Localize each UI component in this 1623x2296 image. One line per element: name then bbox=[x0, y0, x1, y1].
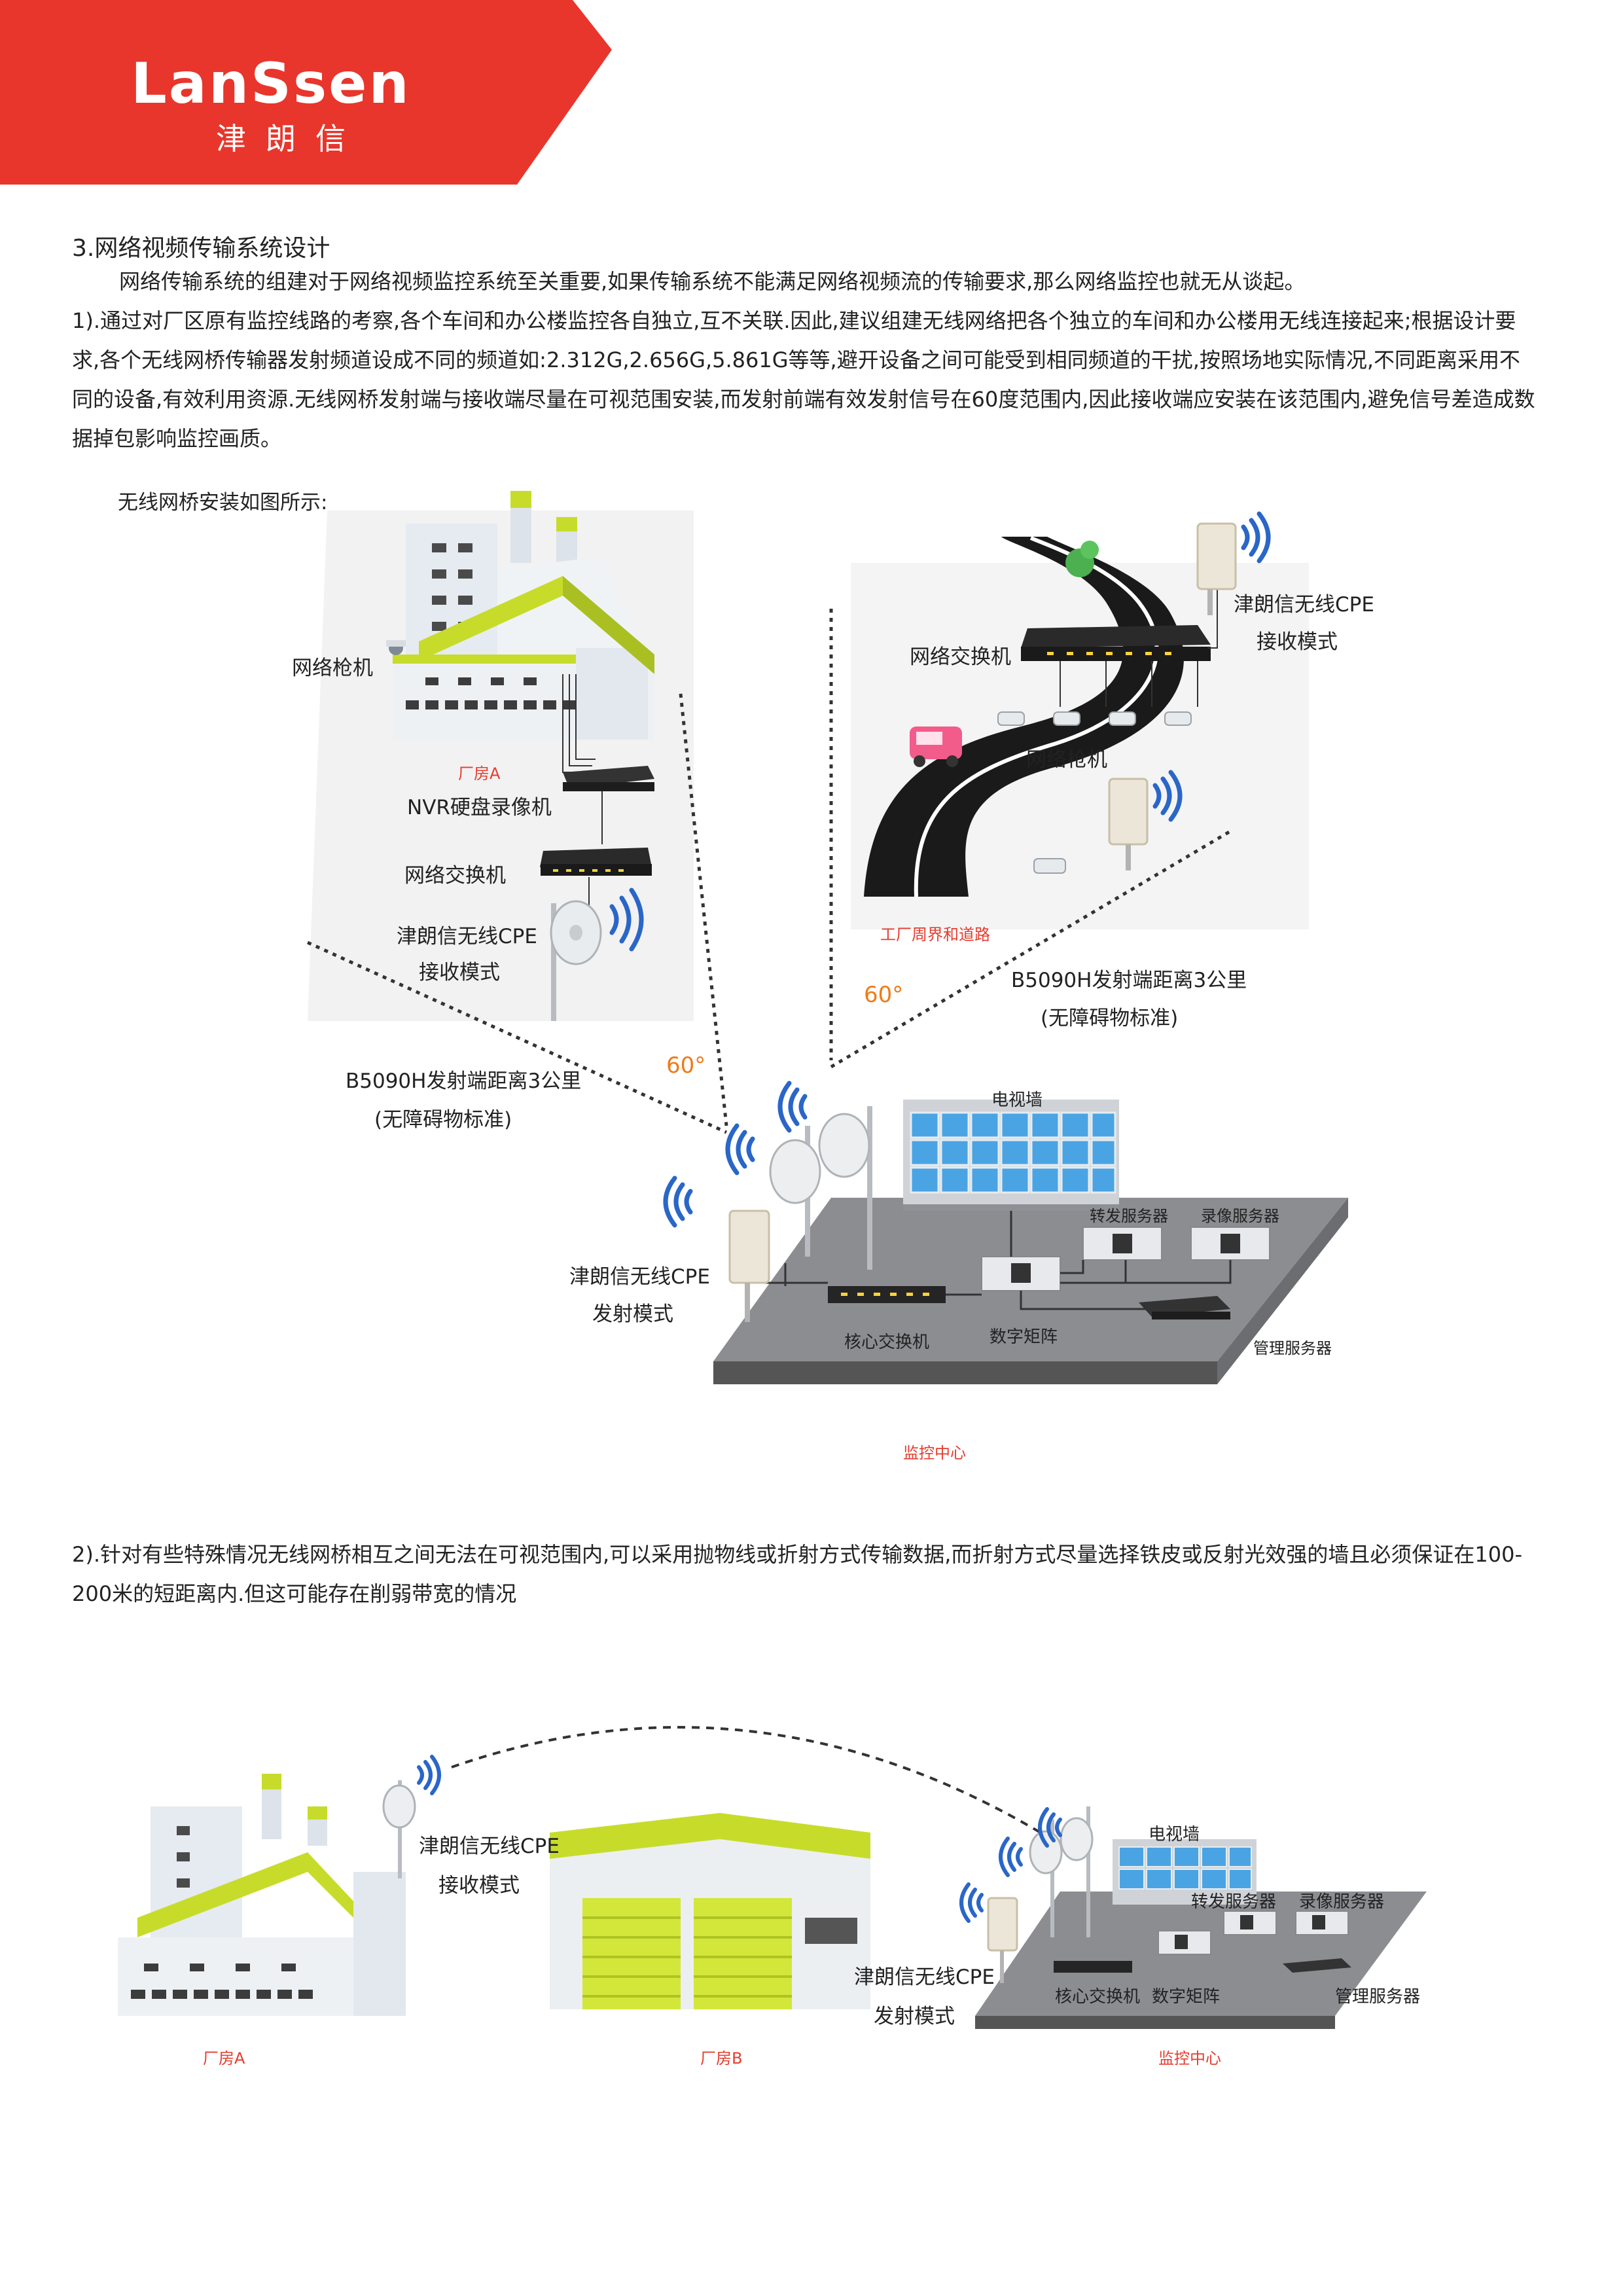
d2-tv-wall-label: 电视墙 bbox=[1149, 1825, 1200, 1844]
factory-a-building-2 bbox=[118, 1774, 406, 2016]
d2-digital-matrix-label: 数字矩阵 bbox=[1152, 1987, 1221, 2007]
mgmt-server-label: 管理服务器 bbox=[1253, 1339, 1332, 1357]
brand-banner bbox=[0, 0, 612, 185]
digital-matrix-label: 数字矩阵 bbox=[990, 1327, 1058, 1347]
factory-cpe-label-2: 接收模式 bbox=[419, 961, 500, 984]
d2-record-server-label: 录像服务器 bbox=[1299, 1892, 1385, 1912]
transmission-arc bbox=[451, 1726, 1042, 1834]
forward-server-label: 转发服务器 bbox=[1090, 1207, 1168, 1225]
nvr-label: NVR硬盘录像机 bbox=[407, 796, 552, 819]
cpe-transmitter-panel bbox=[728, 1210, 770, 1322]
brand-logo: LanSsen bbox=[131, 51, 411, 117]
cpe-panel-receiver-road-2 bbox=[1108, 778, 1149, 870]
section-title: 3.网络视频传输系统设计 bbox=[72, 235, 330, 262]
record-server bbox=[1190, 1227, 1270, 1261]
network-camera-icon bbox=[386, 640, 406, 655]
road-cameras bbox=[997, 711, 1192, 874]
monitoring-center-label: 监控中心 bbox=[903, 1444, 966, 1462]
factory-a-building bbox=[393, 491, 654, 740]
road-illustration bbox=[864, 536, 1184, 897]
record-server-label: 录像服务器 bbox=[1201, 1207, 1279, 1225]
road-cpe-label-1: 津朗信无线CPE bbox=[1234, 593, 1374, 617]
diagram-1 bbox=[306, 491, 1348, 1384]
road-area-label: 工厂周界和道路 bbox=[880, 925, 990, 944]
sector-lines bbox=[306, 609, 1232, 1134]
diagram-2 bbox=[118, 1726, 1427, 2029]
left-range-label-2: (无障碍物标准) bbox=[374, 1108, 512, 1132]
tree-icon bbox=[1065, 541, 1099, 577]
core-switch-label: 核心交换机 bbox=[844, 1333, 930, 1352]
forward-server bbox=[1082, 1227, 1162, 1261]
center-cpe-label-1: 津朗信无线CPE bbox=[569, 1265, 710, 1289]
d2-send-cpe-label-2: 发射模式 bbox=[874, 2005, 955, 2028]
tv-wall-2 bbox=[1113, 1839, 1257, 1905]
core-switch bbox=[828, 1286, 946, 1303]
factory-cpe-label-1: 津朗信无线CPE bbox=[397, 925, 537, 948]
cpe-panel-receiver-road bbox=[1196, 522, 1237, 615]
cpe-receiver-a bbox=[550, 900, 602, 1021]
factory-switch-label: 网络交换机 bbox=[404, 864, 506, 888]
d2-recv-cpe-label-1: 津朗信无线CPE bbox=[419, 1835, 560, 1858]
tv-wall bbox=[903, 1100, 1119, 1211]
right-range-label-2: (无障碍物标准) bbox=[1041, 1007, 1179, 1030]
point-1-paragraph: 1).通过对厂区原有监控线路的考察,各个车间和办公楼监控各自独立,互不关联.因此… bbox=[72, 308, 1535, 451]
factory-camera-label: 网络枪机 bbox=[292, 656, 373, 680]
left-angle-label: 60° bbox=[666, 1052, 706, 1079]
factory-a-label: 厂房A bbox=[458, 764, 501, 783]
digital-matrix bbox=[981, 1256, 1061, 1291]
d2-recv-cpe-label-2: 接收模式 bbox=[438, 1874, 520, 1897]
d2-factory-b-label: 厂房B bbox=[700, 2049, 743, 2068]
right-angle-label: 60° bbox=[864, 982, 904, 1008]
cpe-transmitter-2 bbox=[987, 1806, 1094, 1983]
intro-paragraph: 网络传输系统的组建对于网络视频监控系统至关重要,如果传输系统不能满足网络视频流的… bbox=[119, 269, 1306, 294]
right-range-label-1: B5090H发射端距离3公里 bbox=[1011, 969, 1247, 992]
brand-name-cn: 津朗信 bbox=[216, 121, 365, 156]
center-cpe-label-2: 发射模式 bbox=[592, 1302, 673, 1326]
tv-wall-label: 电视墙 bbox=[991, 1090, 1043, 1110]
d2-factory-a-label: 厂房A bbox=[203, 2049, 245, 2068]
road-cpe-label-2: 接收模式 bbox=[1257, 630, 1338, 654]
diagram-1-caption: 无线网桥安装如图所示: bbox=[118, 491, 328, 514]
d2-send-cpe-label-1: 津朗信无线CPE bbox=[854, 1965, 995, 1989]
d2-monitoring-center-label: 监控中心 bbox=[1158, 2049, 1221, 2068]
core-switch-2 bbox=[1054, 1961, 1132, 1973]
nvr-recorder bbox=[563, 766, 654, 791]
d2-forward-server-label: 转发服务器 bbox=[1191, 1892, 1277, 1912]
point-2-paragraph: 2).针对有些特殊情况无线网桥相互之间无法在可视范围内,可以采用抛物线或折射方式… bbox=[72, 1542, 1522, 1606]
vehicle-icon bbox=[910, 726, 962, 767]
d2-mgmt-server-label: 管理服务器 bbox=[1335, 1987, 1421, 2007]
factory-b-building bbox=[550, 1813, 870, 2009]
mgmt-server-2 bbox=[1283, 1958, 1351, 1973]
cpe-transmitter-dishes bbox=[769, 1106, 872, 1270]
network-switch-road bbox=[1021, 625, 1211, 661]
cpe-receiver-2 bbox=[382, 1780, 416, 1878]
road-switch-label: 网络交换机 bbox=[910, 645, 1011, 669]
network-switch-a bbox=[540, 848, 652, 876]
left-range-label-1: B5090H发射端距离3公里 bbox=[346, 1069, 582, 1093]
road-camera-label: 网络枪机 bbox=[1026, 748, 1107, 772]
d2-core-switch-label: 核心交换机 bbox=[1055, 1987, 1141, 2007]
wireless-signal-icon bbox=[609, 888, 644, 952]
management-server bbox=[1139, 1296, 1230, 1319]
